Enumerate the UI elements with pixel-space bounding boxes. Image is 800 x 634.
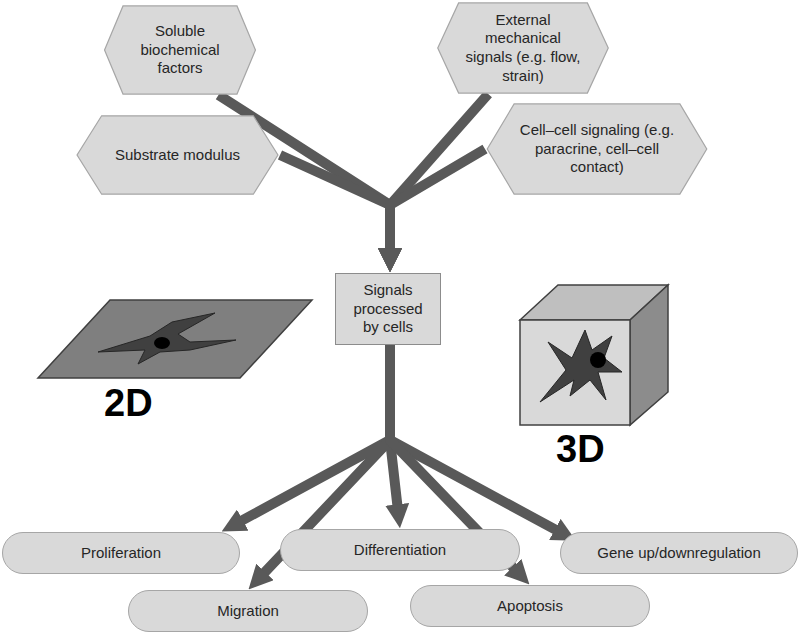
2d-substrate bbox=[38, 300, 312, 378]
cube-front bbox=[520, 320, 630, 425]
signal-arrow bbox=[280, 155, 390, 253]
process-box: Signals processed by cells bbox=[335, 273, 441, 345]
node-text: Substrate modulus bbox=[115, 146, 240, 165]
node-text: Migration bbox=[217, 602, 279, 621]
outcome-pill: Proliferation bbox=[2, 532, 240, 574]
flat-substrate bbox=[38, 300, 312, 378]
signal-arrow bbox=[239, 345, 391, 522]
outcome-pill: Gene up/downregulation bbox=[560, 532, 798, 574]
cell-nucleus bbox=[154, 337, 170, 349]
outcome-pill: Migration bbox=[128, 590, 368, 632]
input-hexagon: Soluble biochemical factors bbox=[103, 5, 257, 95]
dimension-label: 3D bbox=[556, 428, 605, 471]
dimension-label: 2D bbox=[104, 382, 153, 425]
node-text: Soluble biochemical factors bbox=[126, 22, 234, 78]
node-text: Gene up/downregulation bbox=[597, 544, 760, 563]
signal-arrow bbox=[390, 345, 559, 532]
node-text: External mechanical signals (e.g. flow, … bbox=[462, 11, 584, 86]
outcome-pill: Apoptosis bbox=[410, 585, 650, 627]
signal-arrow bbox=[390, 94, 488, 253]
node-text: Apoptosis bbox=[497, 597, 563, 616]
cell-nucleus bbox=[590, 352, 606, 368]
node-text: Differentiation bbox=[354, 541, 446, 560]
outcome-pill: Differentiation bbox=[280, 529, 520, 571]
node-text: Cell–cell signaling (e.g. paracrine, cel… bbox=[518, 121, 676, 177]
cube-side bbox=[630, 285, 668, 425]
input-hexagon: Cell–cell signaling (e.g. paracrine, cel… bbox=[485, 103, 709, 195]
input-hexagon: Substrate modulus bbox=[75, 115, 280, 195]
node-text: Signals processed by cells bbox=[345, 281, 431, 337]
node-text: Proliferation bbox=[81, 544, 161, 563]
3d-matrix bbox=[520, 285, 668, 425]
embedded-cell bbox=[540, 330, 622, 402]
spread-cell bbox=[98, 313, 236, 364]
signal-arrow bbox=[390, 149, 485, 253]
input-hexagon: External mechanical signals (e.g. flow, … bbox=[436, 2, 610, 94]
